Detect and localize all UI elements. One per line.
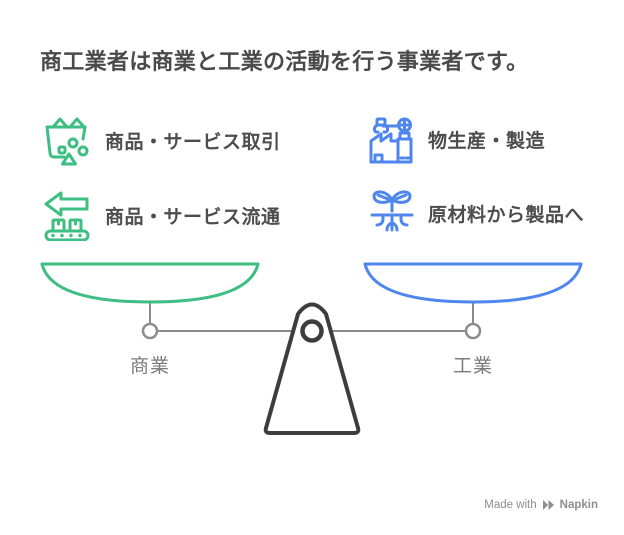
list-item-commerce-distribution: 商品・サービス流通 bbox=[41, 187, 281, 243]
seedling-roots-icon bbox=[366, 187, 418, 239]
made-with-napkin-watermark[interactable]: Made with Napkin bbox=[484, 499, 598, 511]
item-label-production: 物生産・製造 bbox=[428, 130, 546, 152]
factory-icon bbox=[366, 113, 418, 165]
fulcrum-pivot-ring bbox=[300, 319, 324, 343]
item-label-distribution: 商品・サービス流通 bbox=[105, 206, 281, 228]
list-item-industry-production: 物生産・製造 bbox=[366, 111, 545, 167]
watermark-brand: Napkin bbox=[559, 499, 598, 511]
item-label-trade: 商品・サービス取引 bbox=[105, 131, 281, 153]
right-pan-label: 工業 bbox=[452, 356, 493, 377]
balance-scale-graphic bbox=[40, 262, 583, 435]
right-pivot-ring bbox=[464, 322, 482, 340]
list-item-commerce-trade: 商品・サービス取引 bbox=[40, 112, 281, 168]
right-pan bbox=[363, 262, 583, 304]
conveyor-belt-arrow-icon bbox=[41, 189, 93, 242]
shopping-basket-icon bbox=[40, 114, 92, 166]
list-item-industry-materials: 原材料から製品へ bbox=[366, 185, 584, 241]
watermark-prefix: Made with bbox=[484, 499, 537, 511]
fulcrum bbox=[263, 302, 361, 435]
item-label-raw-materials: 原材料から製品へ bbox=[428, 204, 585, 226]
left-pan bbox=[40, 262, 260, 304]
left-pan-label: 商業 bbox=[129, 356, 170, 377]
left-pivot-ring bbox=[141, 322, 159, 340]
page-title: 商工業者は商業と工業の活動を行う事業者です。 bbox=[40, 49, 529, 74]
napkin-logo-icon bbox=[542, 499, 555, 511]
